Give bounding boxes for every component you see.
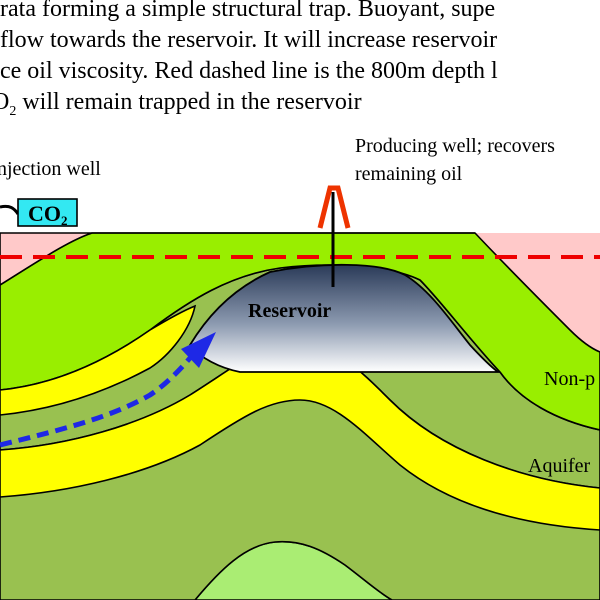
- producing-well-label-line1: Producing well; recovers: [355, 135, 555, 157]
- left-yellow-band: [0, 304, 197, 416]
- caption-line-4-prefix: O: [0, 89, 10, 115]
- caption-line-4: O2 will remain trapped in the reservoir: [0, 89, 362, 115]
- injection-well-label: njection well: [0, 158, 101, 180]
- aquifer-yellow-lower: [0, 341, 600, 531]
- cap-rock-green-stratum: [0, 232, 600, 431]
- caption: rata forming a simple structural trap. B…: [0, 0, 600, 115]
- left-pink-wedge: [0, 232, 93, 286]
- reservoir-body: [188, 263, 501, 373]
- caption-line-2: flow towards the reservoir. It will incr…: [0, 27, 498, 53]
- reservoir-label: Reservoir: [248, 300, 331, 322]
- injection-well-pipe: [0, 204, 20, 215]
- co2-label: CO2: [28, 201, 68, 228]
- producing-well-label-line2: remaining oil: [355, 163, 463, 185]
- aquifer-label: Aquifer: [528, 455, 591, 477]
- caption-line-3: ce oil viscosity. Red dashed line is the…: [0, 58, 498, 84]
- caption-line-4-subscript: 2: [9, 103, 17, 115]
- caption-line-1: rata forming a simple structural trap. B…: [0, 0, 496, 22]
- caption-line-4-rest: will remain trapped in the reservoir: [16, 89, 362, 115]
- co2-source-box: [17, 198, 78, 227]
- arrow-icon: [0, 332, 216, 448]
- derrick-icon: [317, 185, 351, 229]
- non-permeable-label: Non-p: [544, 368, 595, 390]
